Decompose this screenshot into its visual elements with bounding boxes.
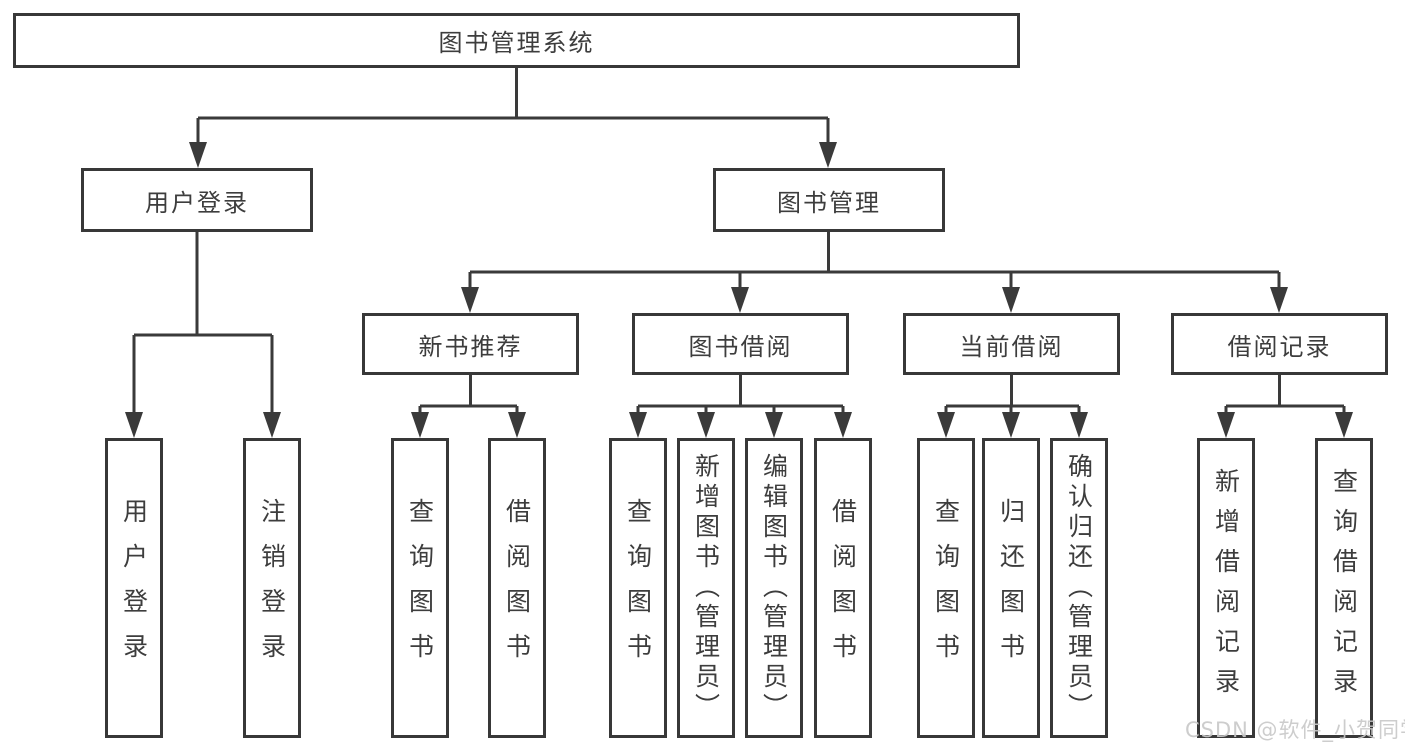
leaf-query-books-label: 查询图书 [623,498,653,678]
node-book-management-label: 图书管理 [777,188,881,217]
leaf-query-borrow-record: 查询借阅记录 [1315,438,1373,738]
node-user-login: 用户登录 [81,168,313,232]
leaf-borrow-books: 借阅图书 [488,438,546,738]
node-book-borrow: 图书借阅 [632,313,849,375]
leaf-return-books-label: 归还图书 [996,498,1026,678]
leaf-add-books-admin-label: 新增图书（管理员） [691,453,721,723]
leaf-confirm-return-admin-label: 确认归还（管理员） [1064,453,1094,723]
leaf-edit-books-admin: 编辑图书（管理员） [745,438,803,738]
node-book-management: 图书管理 [713,168,945,232]
leaf-return-books: 归还图书 [982,438,1040,738]
csdn-watermark: CSDN @软件_小贺同学 [1185,718,1405,742]
node-current-borrow: 当前借阅 [903,313,1120,375]
node-root-label: 图书管理系统 [438,29,595,57]
leaf-logout-label: 注销登录 [257,498,287,678]
leaf-edit-books-admin-label: 编辑图书（管理员） [759,453,789,723]
node-new-book-recommend: 新书推荐 [362,313,579,375]
leaf-borrow-books: 借阅图书 [814,438,872,738]
node-book-borrow-label: 图书借阅 [688,332,793,361]
leaf-user-login: 用户登录 [105,438,163,738]
node-user-login-label: 用户登录 [145,188,249,217]
leaf-query-books: 查询图书 [917,438,975,738]
leaf-confirm-return-admin: 确认归还（管理员） [1050,438,1108,738]
leaf-user-login-label: 用户登录 [119,498,149,678]
node-current-borrow-label: 当前借阅 [959,332,1064,361]
leaf-logout: 注销登录 [243,438,301,738]
leaf-add-books-admin: 新增图书（管理员） [677,438,735,738]
leaf-query-books-label: 查询图书 [405,498,435,678]
node-root: 图书管理系统 [13,13,1020,68]
leaf-add-borrow-record-label: 新增借阅记录 [1211,468,1241,708]
node-borrow-records: 借阅记录 [1171,313,1388,375]
leaf-borrow-books-label: 借阅图书 [502,498,532,678]
leaf-add-borrow-record: 新增借阅记录 [1197,438,1255,738]
node-new-book-recommend-label: 新书推荐 [418,332,523,361]
leaf-query-borrow-record-label: 查询借阅记录 [1329,468,1359,708]
leaf-query-books-label: 查询图书 [931,498,961,678]
leaf-query-books: 查询图书 [609,438,667,738]
leaf-query-books: 查询图书 [391,438,449,738]
node-borrow-records-label: 借阅记录 [1227,332,1332,361]
leaf-borrow-books-label: 借阅图书 [828,498,858,678]
